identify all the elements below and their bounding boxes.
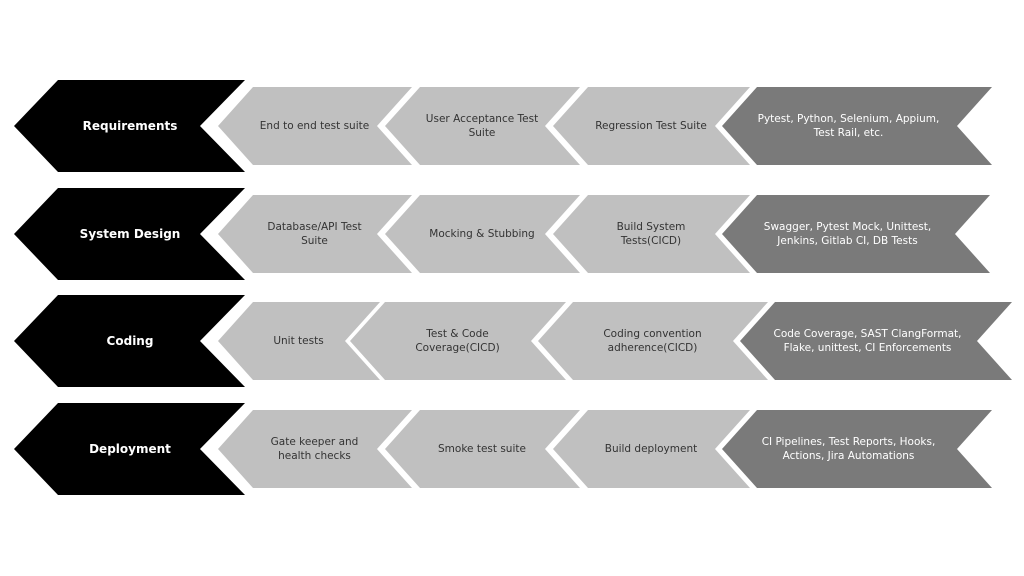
stage-label: Coding: [106, 334, 154, 348]
step-chevron: [218, 195, 412, 273]
step-label: End to end test suite: [259, 120, 370, 132]
tools-label: Pytest, Python, Selenium, Appium, Test R…: [757, 113, 940, 139]
step-label: Build deployment: [604, 443, 698, 455]
stage-label: Deployment: [89, 442, 171, 456]
tools-chevron: [722, 87, 992, 165]
step-chevron: [218, 87, 412, 165]
step-chevron: [385, 195, 580, 273]
step-chevron: [385, 410, 580, 488]
step-label: Coding convention adherence(CICD): [603, 328, 702, 354]
stage-chevron: [14, 403, 245, 495]
step-label: Gate keeper and health checks: [270, 436, 359, 462]
step-label: User Acceptance Test Suite: [425, 113, 539, 139]
step-chevron: [218, 302, 380, 380]
tools-label: Code Coverage, SAST ClangFormat, Flake, …: [773, 328, 962, 354]
stage-label: System Design: [79, 227, 181, 241]
step-label: Build System Tests(CICD): [616, 221, 686, 247]
tools-chevron: [722, 410, 992, 488]
step-label: Unit tests: [273, 335, 324, 347]
step-label: Test & Code Coverage(CICD): [415, 328, 500, 354]
step-label: Smoke test suite: [438, 443, 526, 455]
tools-chevron: [740, 302, 1012, 380]
step-chevron: [218, 410, 412, 488]
step-label: Database/API Test Suite: [267, 221, 362, 247]
step-label: Mocking & Stubbing: [429, 228, 535, 240]
stage-chevron: [14, 188, 245, 280]
tools-label: CI Pipelines, Test Reports, Hooks, Actio…: [761, 436, 936, 462]
step-chevron: [385, 87, 580, 165]
tools-label: Swagger, Pytest Mock, Unittest, Jenkins,…: [763, 221, 932, 247]
stage-chevron: [14, 80, 245, 172]
step-chevron: [538, 302, 768, 380]
stage-label: Requirements: [82, 119, 178, 133]
step-label: Regression Test Suite: [595, 120, 707, 132]
stage-chevron: [14, 295, 245, 387]
step-chevron: [350, 302, 566, 380]
step-chevron: [553, 410, 750, 488]
step-chevron: [553, 87, 750, 165]
step-chevron: [553, 195, 750, 273]
tools-chevron: [722, 195, 990, 273]
